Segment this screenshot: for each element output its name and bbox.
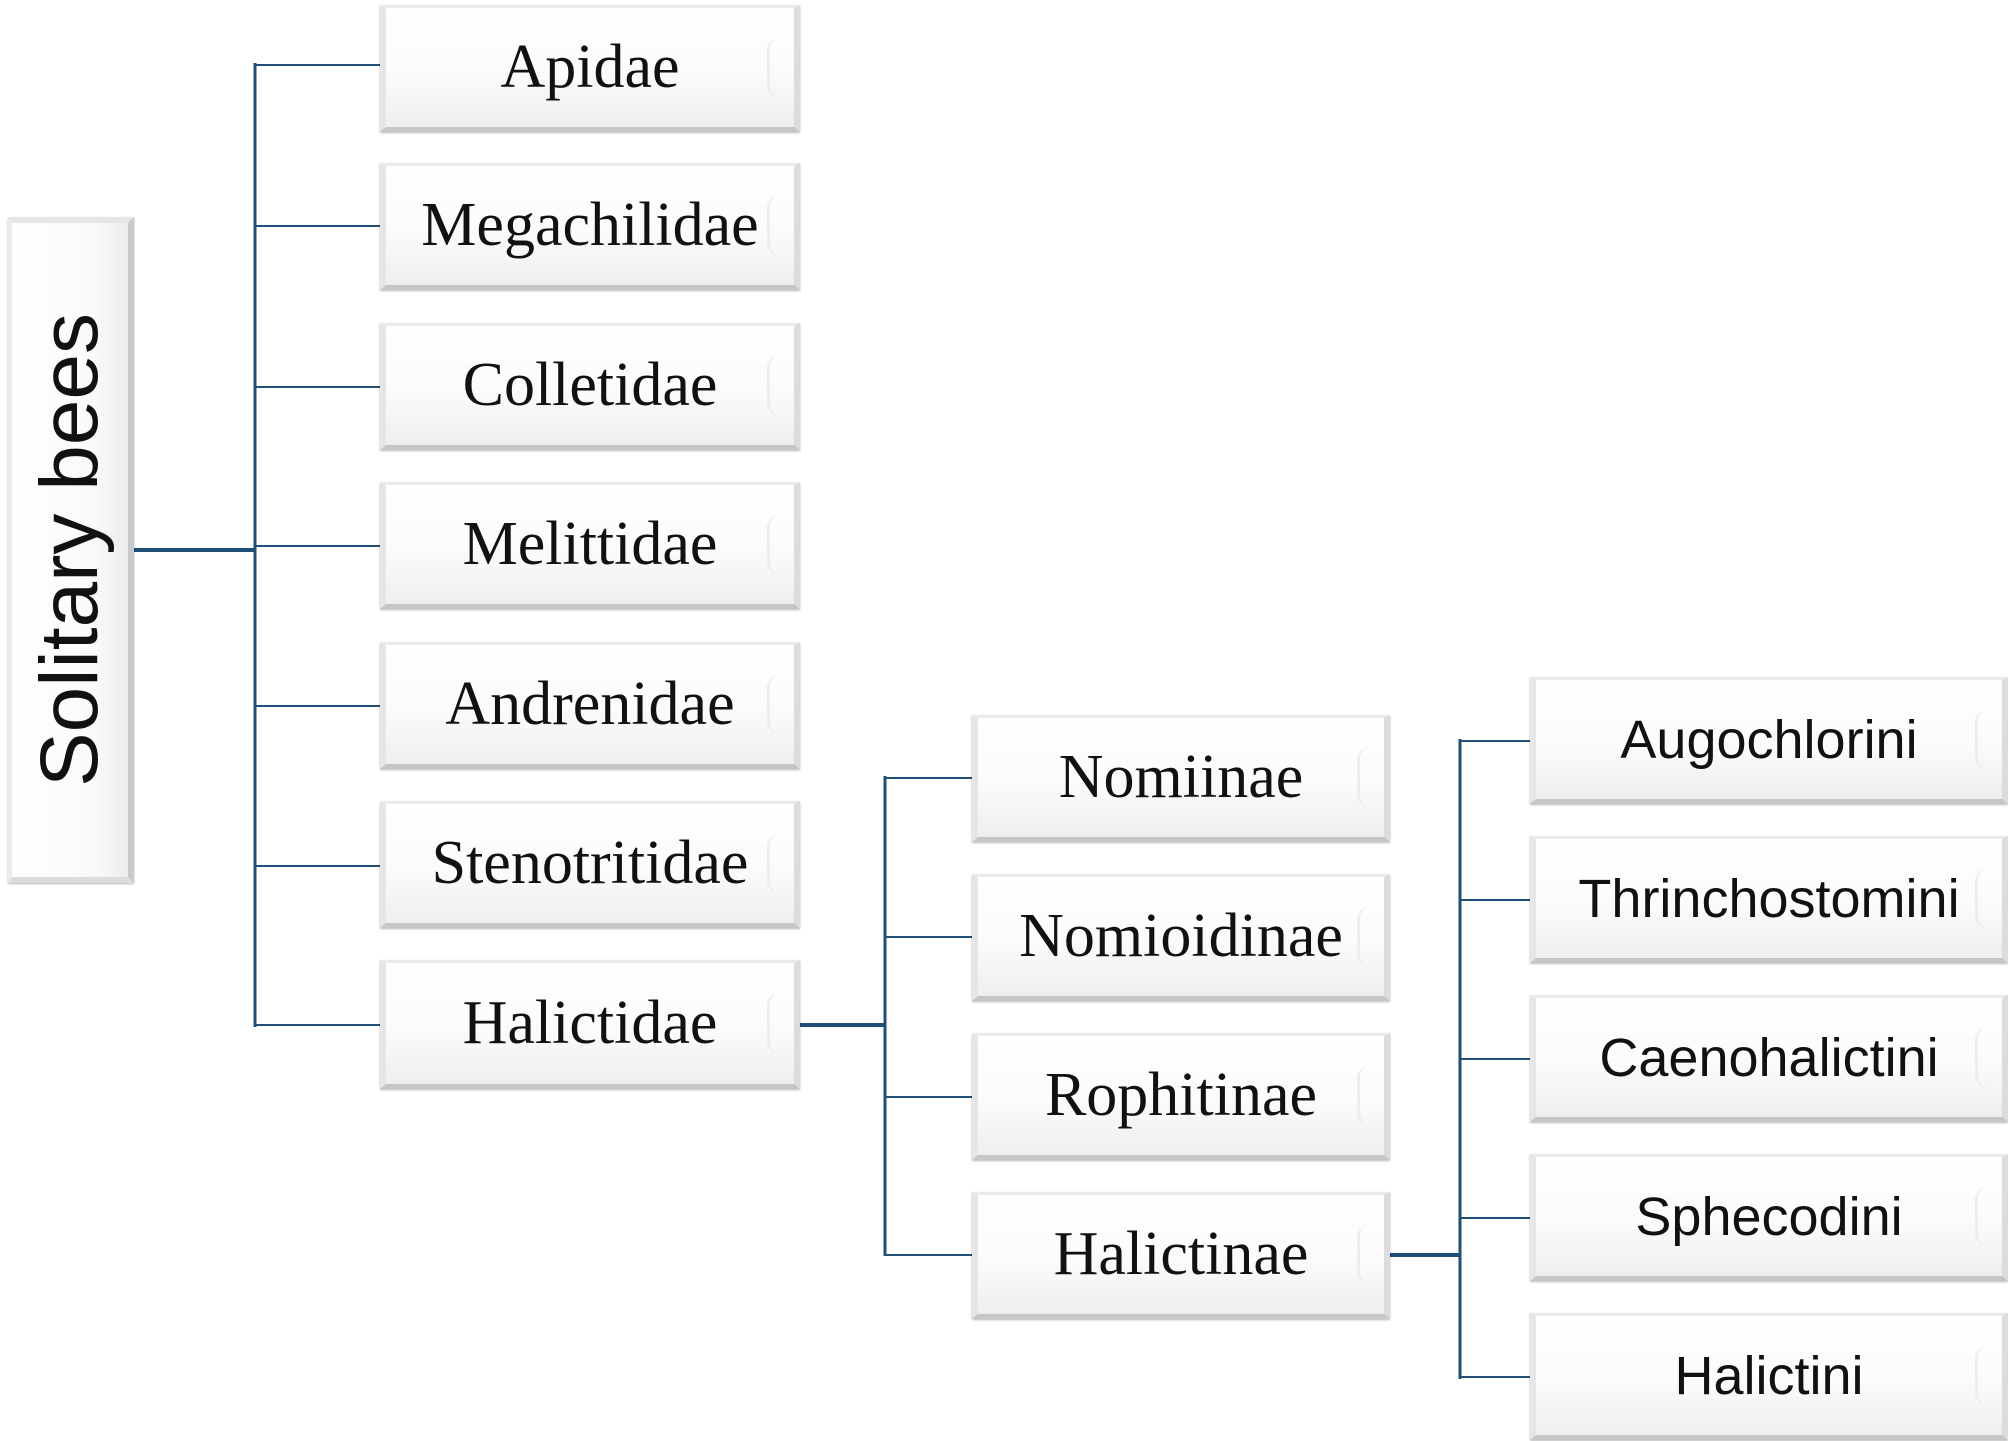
tribe-node-thrinchostomini: Thrinchostomini	[1530, 836, 2008, 963]
root-node: Solitary bees	[8, 217, 134, 883]
tribe-node-caenohalictini: Caenohalictini	[1530, 995, 2008, 1122]
tribe-node-augochlorini: Augochlorini	[1530, 677, 2008, 804]
family-node-stenotritidae: Stenotritidae	[380, 801, 800, 928]
family-node-megachilidae: Megachilidae	[380, 163, 800, 290]
family-node-melittidae: Melittidae	[380, 482, 800, 609]
family-node-halictidae: Halictidae	[380, 960, 800, 1089]
family-node-colletidae: Colletidae	[380, 323, 800, 450]
tribe-node-halictini: Halictini	[1530, 1313, 2008, 1440]
family-node-apidae: Apidae	[380, 5, 800, 132]
family-node-andrenidae: Andrenidae	[380, 642, 800, 769]
root-label: Solitary bees	[24, 312, 115, 788]
subfamily-node-nomioidinae: Nomioidinae	[972, 874, 1390, 1001]
subfamily-node-rophitinae: Rophitinae	[972, 1033, 1390, 1160]
tribe-node-sphecodini: Sphecodini	[1530, 1154, 2008, 1281]
subfamily-node-halictinae: Halictinae	[972, 1192, 1390, 1319]
subfamily-node-nomiinae: Nomiinae	[972, 715, 1390, 842]
